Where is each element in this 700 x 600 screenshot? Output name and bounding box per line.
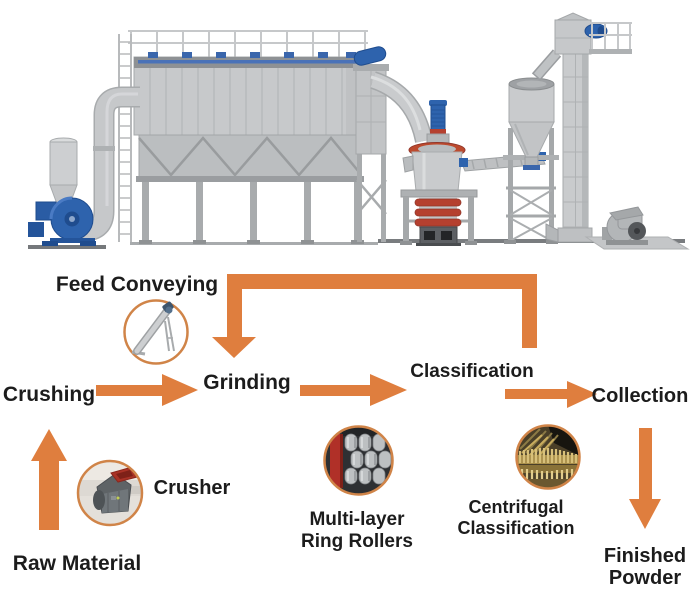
raw-material-label: Raw Material <box>12 552 142 575</box>
blower-fan <box>28 137 96 246</box>
crusher-machine <box>584 206 690 250</box>
stage-label-grinding: Grinding <box>203 371 291 394</box>
cyclone-tower <box>353 46 389 242</box>
stage-label-collection: Collection <box>591 385 689 407</box>
classifier-wheel-photo-icon <box>515 424 581 490</box>
centrifugal-classification-label: Centrifugal Classification <box>457 497 575 538</box>
arrow-raw-material-to-crushing <box>31 429 67 530</box>
finished-powder-label: Finished Powder <box>603 545 687 589</box>
stage-label-crushing: Crushing <box>2 383 96 406</box>
hammer-crusher-photo-icon <box>76 459 144 527</box>
arrow-classification-to-collection <box>505 381 597 408</box>
grinding-mill <box>400 100 478 246</box>
arrow-recycle-elbow <box>212 274 537 358</box>
mill-duct <box>369 71 433 144</box>
screw-conveyor-icon <box>123 299 189 365</box>
flow-arrows <box>31 274 661 530</box>
arrow-collection-to-finished-powder <box>629 428 661 529</box>
dust-collector <box>118 30 368 244</box>
multi-layer-ring-rollers-photo-icon <box>323 425 394 496</box>
arrow-grinding-to-classification <box>300 374 407 406</box>
stage-label-classification: Classification <box>410 361 534 382</box>
fan-pipe <box>64 86 140 242</box>
arrow-crushing-to-grinding <box>96 374 198 406</box>
ring-rollers-label: Multi-layer Ring Rollers <box>301 509 413 552</box>
bucket-elevator <box>531 12 632 243</box>
crusher-label: Crusher <box>153 477 231 499</box>
feed-conveying-label: Feed Conveying <box>55 273 219 296</box>
storage-hopper <box>503 77 559 244</box>
